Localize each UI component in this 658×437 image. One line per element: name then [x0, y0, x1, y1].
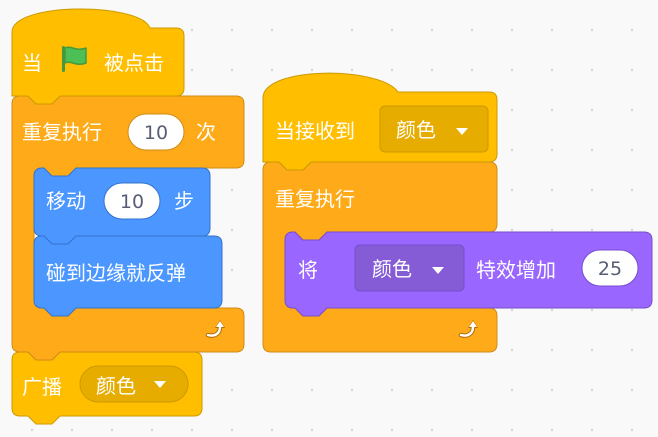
receive-message-label: 颜色: [396, 118, 436, 142]
effect-action-label: 特效增加: [476, 258, 556, 282]
script-when-i-receive[interactable]: 重复执行 将 颜色 特效增加 25 当接收到 颜色: [262, 72, 653, 353]
effect-type-label: 颜色: [372, 257, 412, 281]
repeat-count-value: 10: [144, 122, 168, 144]
move-steps-value: 10: [120, 191, 144, 213]
when-i-receive-hat[interactable]: 当接收到 颜色: [262, 72, 498, 171]
broadcast-message-label: 颜色: [96, 374, 136, 398]
repeat-unit-label: 次: [196, 120, 216, 144]
move-unit-label: 步: [174, 189, 194, 213]
receive-message-dropdown[interactable]: [379, 105, 489, 153]
bounce-label: 碰到边缘就反弹: [46, 261, 186, 285]
move-steps-input[interactable]: [103, 182, 161, 220]
bounce-on-edge-block[interactable]: 碰到边缘就反弹: [33, 235, 223, 317]
receive-label: 当接收到: [275, 119, 355, 143]
repeat-label: 重复执行: [22, 120, 102, 144]
effect-verb-label: 将: [298, 258, 318, 282]
script-when-flag-clicked[interactable]: 广播 颜色 重复执行 10 次 移动 10 步 碰到边缘就反弹: [11, 8, 245, 425]
effect-type-dropdown[interactable]: [354, 244, 465, 292]
change-effect-block[interactable]: 将 颜色 特效增加 25: [284, 231, 653, 317]
effect-amount-value: 25: [598, 258, 622, 280]
broadcast-message-dropdown[interactable]: [79, 365, 189, 403]
effect-amount-input[interactable]: [581, 249, 639, 287]
forever-label: 重复执行: [275, 187, 355, 211]
move-steps-block[interactable]: 移动 10 步: [33, 167, 211, 245]
repeat-count-input[interactable]: [127, 113, 185, 151]
when-flag-clicked-hat[interactable]: 当 被点击: [11, 8, 185, 105]
move-label: 移动: [46, 189, 86, 213]
hat-suffix-label: 被点击: [104, 51, 164, 75]
broadcast-label: 广播: [22, 375, 62, 399]
broadcast-block[interactable]: 广播 颜色: [11, 351, 203, 425]
repeat-block[interactable]: 重复执行 10 次: [11, 95, 245, 361]
hat-prefix-label: 当: [22, 51, 42, 75]
